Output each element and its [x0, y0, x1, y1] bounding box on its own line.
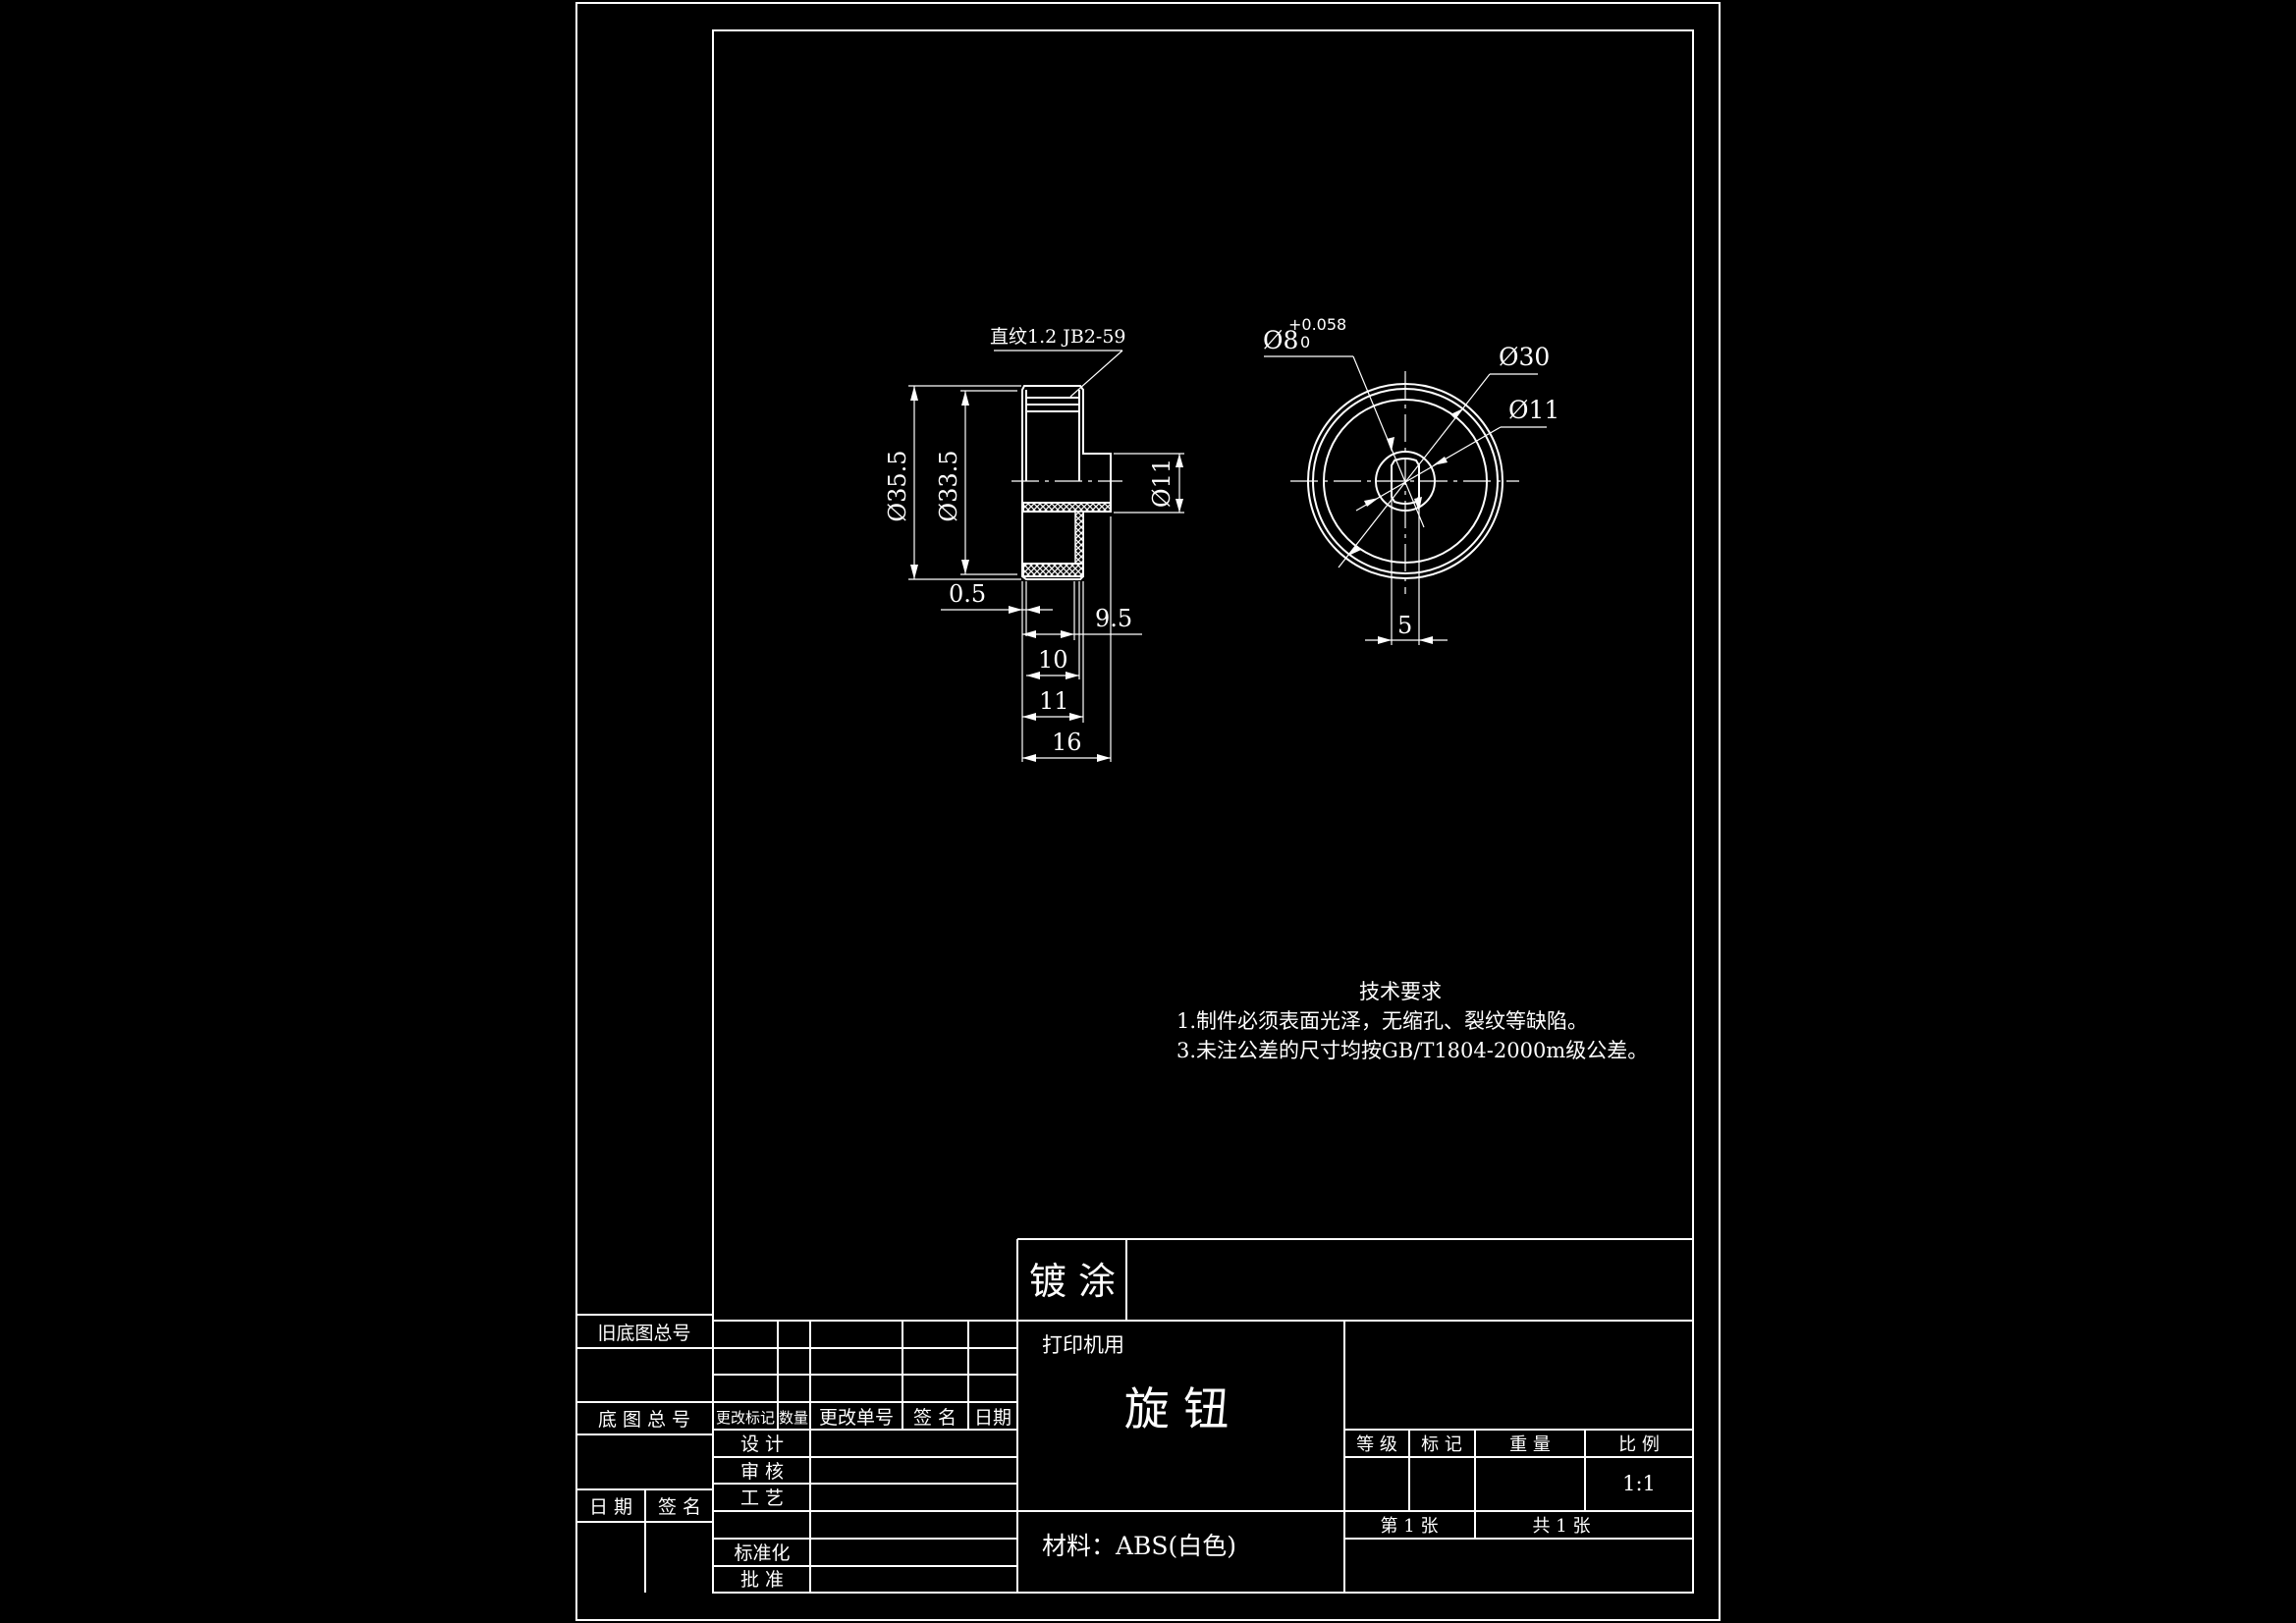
dim-bore: Ø8: [1263, 326, 1298, 354]
scale-value: 1:1: [1622, 1472, 1656, 1495]
rev-header-qty: 数量: [779, 1409, 808, 1427]
old-drawing-no-label: 旧底图总号: [597, 1323, 690, 1344]
dim-0-5: 0.5: [949, 580, 986, 608]
tech-req-item-2: 3.未注公差的尺寸均按GB/T1804-2000m级公差。: [1176, 1039, 1648, 1062]
signature-label: 签 名: [658, 1496, 701, 1518]
bore-tol-upper: +0.058: [1288, 315, 1346, 334]
role-process: 工 艺: [740, 1488, 784, 1509]
rev-header-mark: 更改标记: [716, 1409, 775, 1427]
sheet-number: 第 1 张: [1381, 1516, 1439, 1537]
dim-d30: Ø30: [1499, 343, 1550, 371]
bore-tol-lower: 0: [1300, 333, 1310, 352]
left-strip-table: 旧底图总号 底 图 总 号 日 期 签 名: [576, 1314, 713, 1593]
rev-header-change-no: 更改单号: [819, 1407, 894, 1429]
material-label: 材料：ABS(白色): [1042, 1532, 1236, 1560]
dim-5: 5: [1397, 612, 1412, 639]
usage-label: 打印机用: [1042, 1333, 1124, 1357]
inner-frame: [712, 29, 1694, 1594]
grade-label: 等 级: [1356, 1434, 1397, 1455]
mark-label: 标 记: [1421, 1434, 1462, 1455]
dim-d11-side: Ø11: [1148, 459, 1175, 508]
dim-d11-front: Ø11: [1508, 396, 1559, 424]
part-name: 旋 钮: [1124, 1382, 1230, 1435]
role-review: 审 核: [740, 1461, 784, 1483]
date-label: 日 期: [589, 1496, 632, 1518]
rev-header-date: 日期: [974, 1407, 1011, 1429]
rev-header-sign: 签 名: [913, 1407, 957, 1429]
weight-label: 重 量: [1509, 1434, 1551, 1455]
role-standardization: 标准化: [734, 1542, 790, 1564]
role-approve: 批 准: [740, 1569, 784, 1591]
dim-d33-5: Ø33.5: [935, 450, 962, 521]
front-view: 5 Ø8 +0.058 0 Ø30 Ø11: [1263, 315, 1559, 645]
dim-10: 10: [1038, 646, 1068, 674]
tech-req-title: 技术要求: [1359, 980, 1442, 1003]
dim-11: 11: [1039, 687, 1069, 715]
coating-label: 镀 涂: [1029, 1260, 1116, 1303]
sheet-total: 共 1 张: [1533, 1516, 1591, 1537]
drawing-no-label: 底 图 总 号: [598, 1409, 690, 1431]
scale-label: 比 例: [1618, 1434, 1660, 1455]
title-block: 镀 涂 打印机用 旋 钮 材料：ABS(白色) 等 级 标 记 重 量 比 例 …: [1017, 1238, 1693, 1593]
dim-16: 16: [1052, 729, 1082, 756]
knurl-note: 直纹1.2 JB2-59: [990, 326, 1126, 348]
revision-table: 更改标记 数量 更改单号 签 名 日期 设 计 审 核 工 艺 标准化 批 准: [713, 1239, 1018, 1593]
tech-req-item-1: 1.制件必须表面光泽，无缩孔、裂纹等缺陷。: [1176, 1009, 1588, 1033]
tech-requirements: 技术要求 1.制件必须表面光泽，无缩孔、裂纹等缺陷。 3.未注公差的尺寸均按GB…: [1176, 980, 1648, 1062]
dim-d35-5: Ø35.5: [884, 450, 911, 521]
dim-9-5: 9.5: [1095, 605, 1132, 632]
role-design: 设 计: [740, 1434, 784, 1455]
side-view: 直纹1.2 JB2-59 Ø35.5 Ø33.5: [884, 326, 1184, 762]
outer-border: [575, 2, 1721, 1621]
